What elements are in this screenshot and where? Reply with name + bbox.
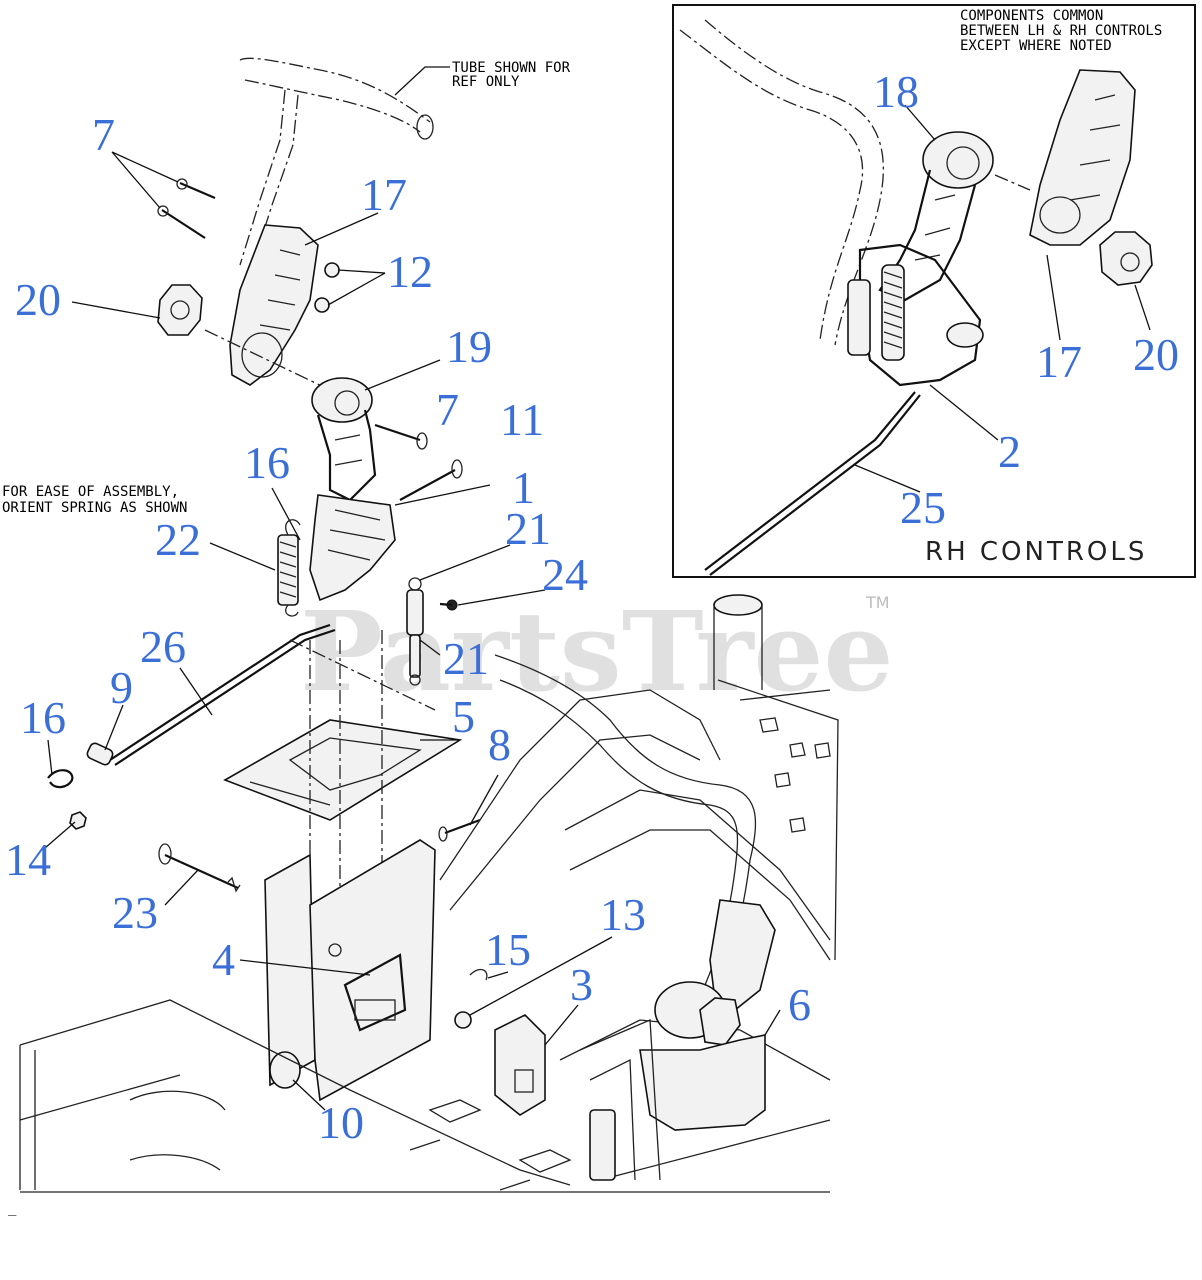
callout-10: 10 [318,1097,364,1148]
callout-21-upper: 21 [505,503,551,554]
part-3-bracket [494,1014,546,1116]
callout-18: 18 [873,66,919,117]
callout-12: 12 [387,246,433,297]
callout-21-lower: 21 [443,633,489,684]
part-23-shaft [158,843,241,893]
callout-16-upper: 16 [244,437,290,488]
rh-controls-inset: COMPONENTS COMMON BETWEEN LH & RH CONTRO… [672,4,1196,578]
mower-frame [19,689,831,1193]
callout-5: 5 [452,691,475,742]
callout-16-lower: 16 [20,692,66,743]
callout-3: 3 [570,959,593,1010]
callout-13: 13 [600,889,646,940]
callout-15: 15 [485,924,531,975]
part-17-panel [229,224,319,386]
inset-note-line2: BETWEEN LH & RH CONTROLS [960,23,1162,39]
assembly-note-line1: FOR EASE OF ASSEMBLY, [2,484,179,500]
callout-8: 8 [488,719,511,770]
callout-22: 22 [155,514,201,565]
part-19-handle [311,377,377,502]
tube-note-line1: TUBE SHOWN FOR [452,60,571,76]
callout-4: 4 [212,934,235,985]
part-21-strut [406,577,424,686]
callout-17: 17 [361,169,407,220]
assembly-note-line2: ORIENT SPRING AS SHOWN [2,500,187,516]
part-13-nut [454,1011,472,1029]
tube-note-line2: REF ONLY [452,74,520,90]
callout-11: 11 [500,394,544,445]
leader-lines [44,151,781,1111]
inset-bracket-spring [847,243,984,387]
inset-reference-tube [679,19,885,346]
callout-17-inset: 17 [1036,336,1082,387]
inset-part-20-knob [1099,231,1153,286]
callout-7-bolts: 7 [92,109,115,160]
alignment-lines [289,630,436,1000]
part-14-nut [69,811,87,830]
part-26-rod [109,623,336,766]
watermark: PartsTree [300,587,894,716]
callout-25: 25 [900,482,946,533]
callout-7-pin: 7 [436,384,459,435]
part-8-bolt [438,818,481,842]
inset-part-25-rod [704,391,921,576]
callout-26: 26 [140,621,186,672]
inset-note-line3: EXCEPT WHERE NOTED [960,38,1112,54]
part-7-bolts [157,178,216,239]
callout-20-inset: 20 [1133,329,1179,380]
reference-tube [239,57,431,269]
inset-part-17-panel [1029,69,1136,246]
part-12-nuts [314,262,340,313]
inset-part-18-handle [878,131,1031,302]
callout-6: 6 [788,979,811,1030]
inset-title: RH CONTROLS [925,537,1147,567]
callout-14: 14 [5,834,51,885]
part-7-pin [374,423,428,450]
callout-2: 2 [998,426,1021,477]
callout-19: 19 [446,321,492,372]
part-16-clip [47,769,74,789]
part-5-plate [223,719,463,821]
callout-24: 24 [542,549,588,600]
part-20-knob [157,284,331,391]
part-9-ferrule [86,742,114,766]
part-11-bolt [399,459,463,501]
inset-note-line1: COMPONENTS COMMON [960,8,1103,24]
trademark: TM [865,593,890,612]
part-15-clip [469,968,488,981]
callout-9: 9 [110,662,133,713]
part-4-mount-bracket [264,839,436,1102]
footer-mark: _ [8,1200,17,1216]
callout-20: 20 [15,274,61,325]
part-1-bracket [309,494,396,602]
part-24-screw [439,599,458,611]
callout-1: 1 [512,462,535,513]
rh-tube-and-handle [494,594,839,1181]
callout-23: 23 [112,887,158,938]
